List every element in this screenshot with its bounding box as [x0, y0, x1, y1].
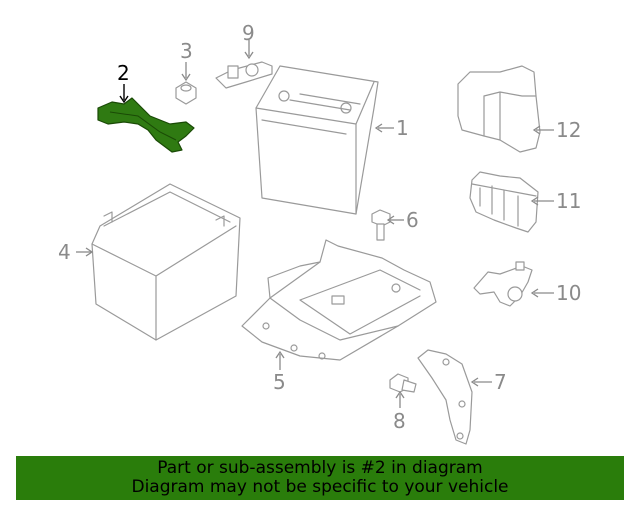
callout-3[interactable]: 3 — [180, 39, 193, 63]
part-1-battery[interactable] — [255, 65, 379, 215]
part-12-cover[interactable] — [457, 65, 541, 153]
part-4-battery-insulator[interactable] — [91, 183, 241, 341]
callout-11[interactable]: 11 — [556, 189, 581, 213]
banner-line-1: Part or sub-assembly is #2 in diagram — [157, 458, 483, 478]
part-2-hold-down-bracket[interactable] — [97, 97, 195, 153]
part-8-bolt[interactable] — [389, 373, 417, 393]
parts-diagram: 2 3 9 1 12 11 — [58, 21, 581, 445]
callout-4[interactable]: 4 — [58, 240, 71, 264]
banner-line-2: Diagram may not be specific to your vehi… — [131, 477, 509, 497]
callout-10[interactable]: 10 — [556, 281, 581, 305]
part-3-nut[interactable] — [175, 81, 197, 105]
part-9-terminal[interactable] — [215, 61, 273, 89]
callout-8[interactable]: 8 — [393, 409, 406, 433]
callout-12[interactable]: 12 — [556, 118, 581, 142]
part-5-battery-tray[interactable] — [241, 239, 437, 361]
callout-2[interactable]: 2 — [117, 61, 130, 85]
part-2-arrow — [119, 95, 129, 104]
info-banner: Part or sub-assembly is #2 in diagram Di… — [16, 456, 624, 500]
part-6-bolt[interactable] — [371, 209, 391, 241]
callout-5[interactable]: 5 — [273, 370, 286, 394]
callout-7[interactable]: 7 — [494, 370, 507, 394]
part-7-bracket[interactable] — [417, 349, 473, 445]
callout-1[interactable]: 1 — [396, 116, 409, 140]
callout-9[interactable]: 9 — [242, 21, 255, 45]
callout-6[interactable]: 6 — [406, 208, 419, 232]
part-11-fuse-block[interactable] — [469, 171, 539, 233]
part-10-terminal[interactable] — [473, 261, 533, 307]
